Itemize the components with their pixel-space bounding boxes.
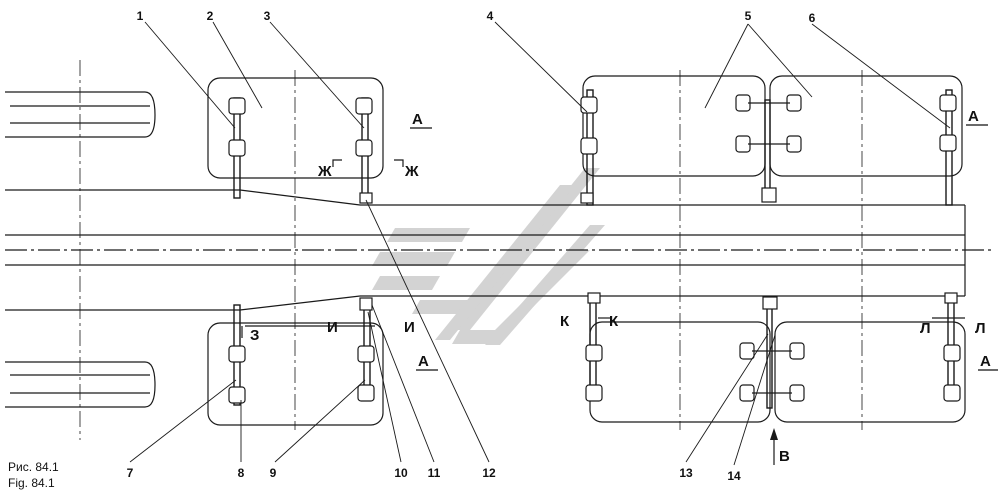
section-mark-l-left: Л [920,320,931,337]
section-mark-i-left: И [327,319,338,336]
section-mark-i-right: И [404,319,415,336]
callout-4: 4 [487,9,494,23]
callout-labels: 1 2 3 4 5 6 7 8 9 10 11 12 13 14 [127,9,816,483]
section-mark-k-left: К [560,313,570,330]
callout-14: 14 [727,469,741,483]
callout-13: 13 [679,466,693,480]
callout-8: 8 [238,466,245,480]
straps [748,102,792,394]
clamps [228,94,961,404]
figure-caption-ru: Рис. 84.1 [8,460,59,474]
center-lines [79,60,863,440]
view-arrow-icon [770,428,778,440]
section-lines [241,159,965,465]
section-markers: А Ж Ж А З И И А К К Л Л А В [250,108,998,465]
frame-rails [5,189,995,311]
callout-10: 10 [394,466,408,480]
callout-7: 7 [127,466,134,480]
figure-caption-en: Fig. 84.1 [8,476,55,490]
callout-5: 5 [745,9,752,23]
leader-lines [129,21,951,466]
section-mark-zh-left: Ж [317,163,332,180]
callout-1: 1 [137,9,144,23]
callout-9: 9 [270,466,277,480]
section-mark-zh-right: Ж [404,163,419,180]
section-mark-a-4: А [980,353,991,370]
watermark-logo [372,168,605,345]
callout-3: 3 [264,9,271,23]
section-mark-a-2: А [968,108,979,125]
section-mark-v: В [779,448,790,465]
front-axle [5,91,156,408]
section-mark-a-3: А [418,353,429,370]
section-mark-k-right: К [609,313,619,330]
callout-2: 2 [207,9,214,23]
callout-11: 11 [428,466,441,480]
section-mark-l-right: Л [975,320,986,337]
callout-6: 6 [809,11,816,25]
section-mark-a-1: А [412,111,423,128]
callout-12: 12 [482,466,496,480]
section-mark-z: З [250,327,259,344]
